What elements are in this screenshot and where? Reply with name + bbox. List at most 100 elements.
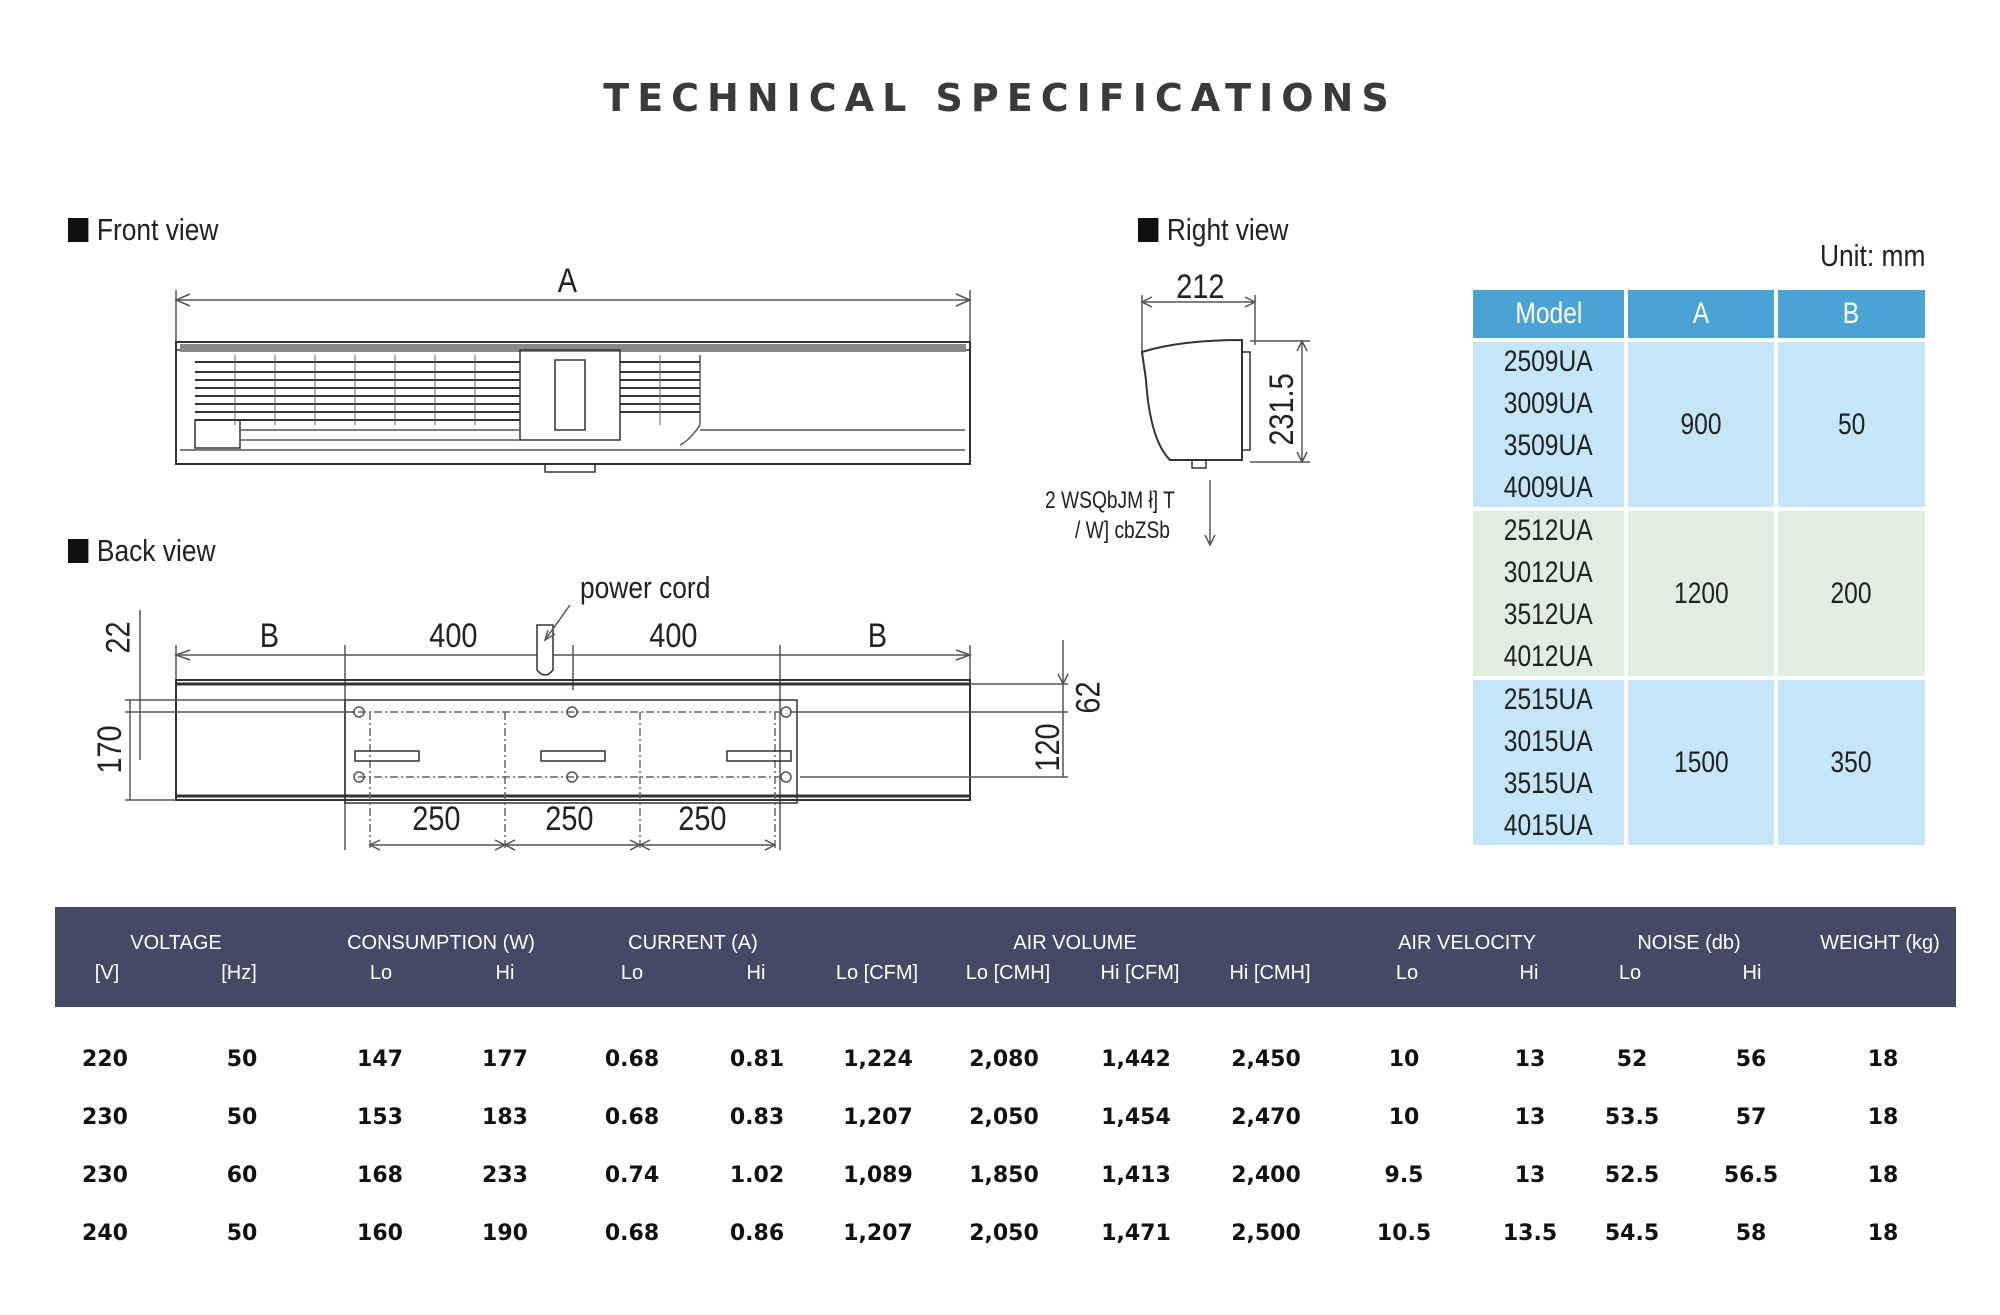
sub-header: Lo [1395,962,1419,984]
model-table-header: Model A B [1471,288,1927,340]
header-b: B [1776,288,1927,340]
cell-velocity-hi: 13 [1514,1105,1546,1130]
model-name: 3015UA [1504,724,1593,758]
cell-hi-cfm: 1,471 [1101,1221,1171,1246]
power-cord-label: power cord [580,570,711,605]
group-air-volume: AIR VOLUME [1013,932,1137,954]
cell-weight: 18 [1867,1221,1899,1246]
model-name: 3012UA [1504,555,1593,589]
square-bullet-icon [1138,218,1159,242]
dim-212-label: 212 [1176,268,1225,306]
cell-current-lo: 0.68 [604,1105,660,1130]
right-view-label-text: Right view [1166,212,1289,247]
cell-voltage-hz: 60 [226,1163,258,1188]
sub-header: [V] [94,962,120,984]
right-view-label: Right view [1138,212,1288,248]
right-view-note-1: 2 WSQbJM ł] T [1045,487,1175,514]
cell-hi-cfm: 1,413 [1101,1163,1171,1188]
cell-velocity-lo: 10 [1388,1047,1420,1072]
cell-voltage-v: 230 [82,1163,128,1188]
cell-current-hi: 0.83 [729,1105,785,1130]
sub-header: Hi [CMH] [1229,962,1311,984]
cell-consumption-lo: 168 [357,1163,403,1188]
cell-voltage-hz: 50 [226,1221,258,1246]
model-name: 3512UA [1504,597,1593,631]
cell-voltage-v: 220 [82,1047,128,1072]
cell-consumption-hi: 177 [482,1047,528,1072]
model-name: 2515UA [1504,682,1593,716]
model-name: 2512UA [1504,513,1593,547]
group-weight: WEIGHT (kg) [1820,932,1940,954]
dim-250-3: 250 [678,800,727,838]
model-name: 2509UA [1504,344,1593,378]
spec-table-header: VOLTAGE CONSUMPTION (W) CURRENT (A) AIR … [55,907,1956,1007]
header-model: Model [1471,288,1626,340]
cell-noise-lo: 52 [1616,1047,1648,1072]
group-voltage: VOLTAGE [130,932,222,954]
page-title: TECHNICAL SPECIFICATIONS [603,76,1397,120]
sub-header: [Hz] [221,962,257,984]
model-dimension-table: Model A B 2509UA 3009UA 3509UA 4009UA 90… [1471,288,1927,847]
right-view-note-2: / W] cbZSb [1075,517,1170,544]
model-name: 3515UA [1504,766,1593,800]
model-name: 3009UA [1504,386,1593,420]
cell-lo-cfm: 1,207 [843,1221,913,1246]
sub-header: Hi [746,962,766,984]
front-view-label: Front view [68,212,218,248]
group-air-velocity: AIR VELOCITY [1398,932,1536,954]
dim-b-right: B [867,617,887,655]
cell-velocity-lo: 9.5 [1384,1163,1424,1188]
cell-hi-cfm: 1,454 [1101,1105,1171,1130]
cell-consumption-hi: 233 [482,1163,528,1188]
technical-drawings [125,290,1310,851]
square-bullet-icon [68,218,89,242]
cell-hi-cmh: 2,500 [1231,1221,1301,1246]
cell-current-lo: 0.68 [604,1047,660,1072]
cell-lo-cfm: 1,089 [843,1163,913,1188]
model-name: 3509UA [1504,428,1593,462]
cell-weight: 18 [1867,1047,1899,1072]
cell-current-hi: 1.02 [729,1163,785,1188]
front-view-label-text: Front view [96,212,219,247]
cell-noise-hi: 57 [1735,1105,1767,1130]
cell-noise-hi: 56.5 [1723,1163,1779,1188]
dim-b-value: 200 [1830,576,1873,610]
cell-consumption-lo: 160 [357,1221,403,1246]
back-view-label-text: Back view [96,533,216,568]
cell-consumption-lo: 153 [357,1105,403,1130]
cell-voltage-hz: 50 [226,1105,258,1130]
sub-header: Lo [1618,962,1642,984]
cell-consumption-hi: 183 [482,1105,528,1130]
dim-b-value: 50 [1837,407,1866,441]
unit-label: Unit: mm [1820,238,1926,273]
cell-noise-lo: 52.5 [1604,1163,1660,1188]
cell-hi-cmh: 2,470 [1231,1105,1301,1130]
dim-b-value: 350 [1830,745,1873,779]
group-consumption: CONSUMPTION (W) [347,932,535,954]
cell-hi-cmh: 2,450 [1231,1047,1301,1072]
group-current: CURRENT (A) [628,932,758,954]
header-a: A [1626,288,1776,340]
cell-voltage-hz: 50 [226,1047,258,1072]
back-view-label: Back view [68,533,216,569]
cell-velocity-hi: 13 [1514,1163,1546,1188]
dim-a-value: 1500 [1673,745,1729,779]
cell-hi-cmh: 2,400 [1231,1163,1301,1188]
cell-current-lo: 0.74 [604,1163,660,1188]
model-group-900: 2509UA 3009UA 3509UA 4009UA 900 50 [1471,340,1927,509]
cell-noise-hi: 58 [1735,1221,1767,1246]
dim-231-label: 231.5 [1263,373,1302,446]
cell-velocity-hi: 13 [1514,1047,1546,1072]
cell-current-hi: 0.81 [729,1047,785,1072]
cell-noise-lo: 53.5 [1604,1105,1660,1130]
dim-250-2: 250 [545,800,594,838]
cell-lo-cmh: 2,080 [969,1047,1039,1072]
group-noise: NOISE (db) [1637,932,1741,954]
cell-lo-cfm: 1,224 [843,1047,913,1072]
sub-header: Lo [369,962,393,984]
cell-noise-hi: 56 [1735,1047,1767,1072]
model-group-1200: 2512UA 3012UA 3512UA 4012UA 1200 200 [1471,509,1927,678]
dim-400-left: 400 [429,617,478,655]
cell-weight: 18 [1867,1163,1899,1188]
sub-header: Hi [495,962,515,984]
